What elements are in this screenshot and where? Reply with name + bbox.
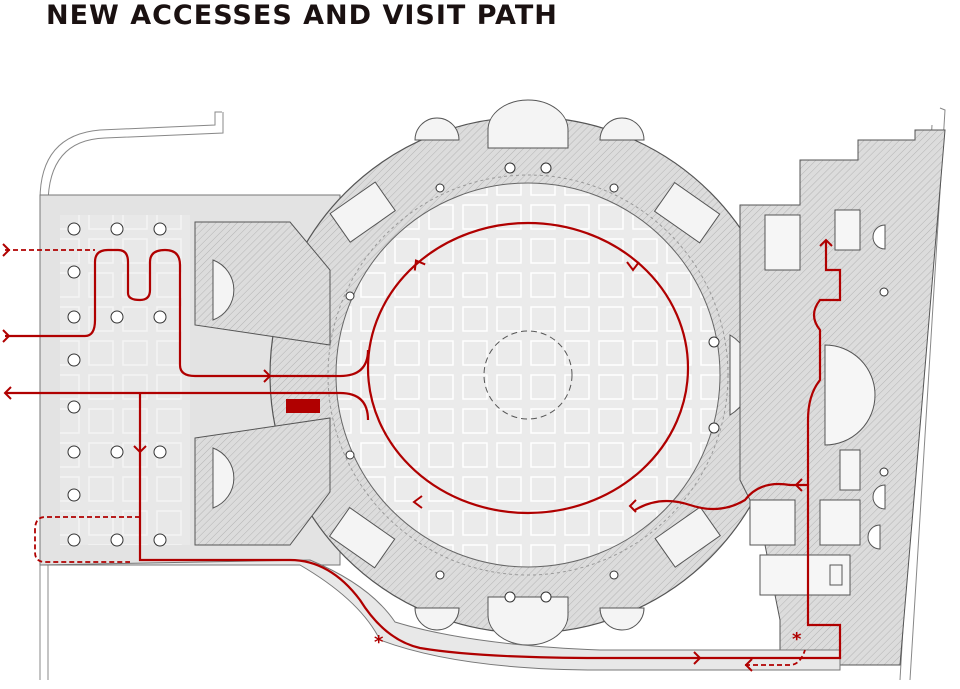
ticket-desk <box>286 399 320 413</box>
entry-path <box>5 248 370 378</box>
chapel-niches <box>328 99 753 646</box>
entrance-marker: * <box>374 632 384 653</box>
portico-columns <box>67 222 167 547</box>
connector-path <box>634 482 808 511</box>
rear-rooms <box>749 209 876 596</box>
rotunda-columns <box>345 162 889 603</box>
alternate-path <box>5 249 806 666</box>
exit-path <box>5 391 370 421</box>
vestibules <box>194 221 331 546</box>
rotunda-floor <box>335 182 721 568</box>
diagram-title: NEW ACCESSES AND VISIT PATH <box>46 0 558 31</box>
rotunda-loop <box>366 221 690 515</box>
rear-path <box>806 240 842 480</box>
rear-niches <box>867 224 886 550</box>
visit-path <box>5 221 842 660</box>
entrance-marker-rear: * <box>792 629 802 650</box>
oculus-outline <box>483 330 573 420</box>
south-path <box>138 393 842 660</box>
path-arrows <box>2 238 833 672</box>
